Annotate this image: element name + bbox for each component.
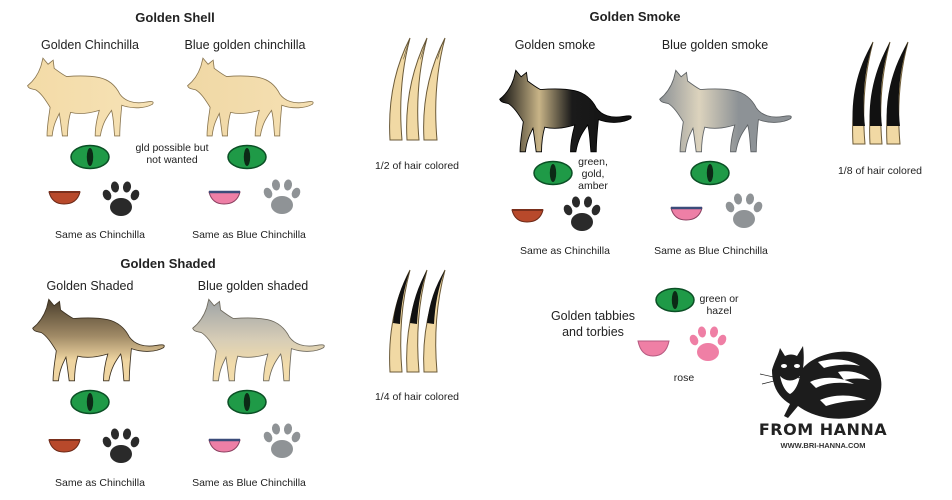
nose-icon [637,340,670,357]
paw-icon [688,325,728,361]
caption-same-as-blue-chinchilla: Same as Blue Chinchilla [192,477,306,489]
paw-icon [101,180,141,216]
caption-same-as-chinchilla: Same as Chinchilla [520,245,610,257]
eye-note-shell: gld possible but not wanted [135,142,209,166]
cat-photo-logo [759,346,882,419]
label-blue-golden-shaded: Blue golden shaded [197,279,309,293]
caption-rose: rose [673,372,695,384]
hair-caption-eighth: 1/8 of hair colored [837,165,923,177]
label-blue-golden-chinchilla: Blue golden chinchilla [184,38,306,52]
nose-icon [207,438,242,454]
label-golden-chinchilla: Golden Chinchilla [41,38,139,52]
blue-golden-smoke-cat-icon [659,69,792,153]
eye-icon [655,287,695,313]
hair-caption-half: 1/2 of hair colored [374,160,460,172]
golden-chinchilla-cat-icon [27,57,154,137]
eye-icon [533,160,573,186]
label-golden-tabbies: Golden tabbies and torbies [550,309,636,339]
watermark-name: FROM HANNA [758,420,888,439]
eye-icon [227,389,267,415]
golden-shaded-cat-icon [32,298,165,382]
blue-golden-chinchilla-cat-icon [187,57,314,137]
nose-icon [207,190,242,206]
paw-icon [262,422,302,458]
label-golden-smoke: Golden smoke [514,38,596,52]
hair-strands-eighth-icon [852,41,909,145]
paw-icon [262,178,302,214]
section-title-golden-smoke: Golden Smoke [589,9,681,24]
eye-icon [690,160,730,186]
blue-golden-shaded-cat-icon [192,298,325,382]
nose-icon [48,191,81,205]
nose-icon [511,209,544,223]
section-title-golden-shell: Golden Shell [135,10,215,25]
golden-smoke-cat-icon [499,69,632,153]
hair-strands-half-icon [389,37,446,141]
caption-same-as-blue-chinchilla: Same as Blue Chinchilla [654,245,768,257]
section-title-golden-shaded: Golden Shaded [120,256,216,271]
eye-icon [227,144,267,170]
hair-caption-quarter: 1/4 of hair colored [374,391,460,403]
nose-icon [48,439,81,453]
label-blue-golden-smoke: Blue golden smoke [661,38,769,52]
eye-icon [70,144,110,170]
eye-icon [70,389,110,415]
eye-note-smoke: green, gold, amber [578,156,608,192]
nose-icon [669,206,704,222]
watermark-url: WWW.BRI-HANNA.COM [780,441,866,450]
caption-same-as-blue-chinchilla: Same as Blue Chinchilla [192,229,306,241]
hair-strands-quarter-icon [389,269,446,373]
caption-same-as-chinchilla: Same as Chinchilla [55,477,145,489]
paw-icon [101,427,141,463]
paw-icon [724,192,764,228]
label-golden-shaded: Golden Shaded [46,279,134,293]
eye-note-tabbies: green or hazel [699,293,739,317]
paw-icon [562,195,602,231]
caption-same-as-chinchilla: Same as Chinchilla [55,229,145,241]
